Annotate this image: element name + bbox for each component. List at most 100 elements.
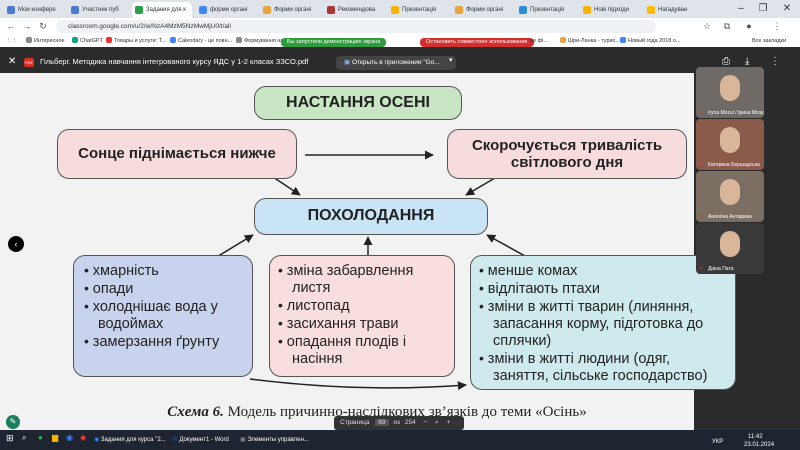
search-icon[interactable]: ⌕ bbox=[22, 433, 27, 442]
taskbar-app[interactable]: W Документ1 - Word bbox=[172, 437, 229, 443]
chevron-down-icon[interactable]: ▾ bbox=[449, 57, 453, 64]
browser-tab[interactable]: Нагадуван bbox=[644, 2, 704, 18]
tab-label: форми органі bbox=[210, 7, 248, 13]
url-field[interactable]: classroom.google.com/u/2/w/NzA4MzM5NzMwM… bbox=[56, 20, 656, 33]
page-input[interactable]: 69 bbox=[375, 419, 389, 426]
mic-muted-icon: ✕ bbox=[699, 214, 704, 220]
windows-start-icon[interactable]: ⊞ bbox=[6, 433, 14, 443]
clock-date: 23.01.2024 bbox=[744, 442, 775, 448]
stop-sharing-button[interactable]: Остановить совместное использование bbox=[420, 38, 534, 47]
tab-favicon-icon bbox=[199, 6, 207, 14]
download-icon[interactable]: ⤓ bbox=[745, 56, 750, 67]
participant-video[interactable]: ✕ Iryna Mozul / Ірина Мозуль bbox=[696, 67, 764, 118]
day-shortening-box: Скорочується тривалість світлового дня bbox=[447, 129, 687, 179]
apps-icon[interactable]: ⋮⋮ bbox=[6, 38, 17, 44]
list-item: листопад bbox=[278, 297, 446, 315]
open-in-app-button[interactable]: ▣ Открыть в приложении "Go... bbox=[336, 56, 456, 70]
browser-tab[interactable]: Мои конфере bbox=[4, 2, 64, 18]
tab-label: Мои конфере bbox=[18, 7, 56, 13]
nonliving-nature-list: хмарністьопадихолоднішає вода у водоймах… bbox=[84, 262, 242, 351]
zoom-out-icon[interactable]: − bbox=[423, 419, 428, 426]
animals-people-box: менше комахвідлітають птахизміни в житті… bbox=[470, 255, 736, 390]
bookmark-item[interactable]: Товары и услуги: T... bbox=[106, 36, 166, 46]
keyboard-language[interactable]: УКР bbox=[712, 439, 724, 445]
animals-people-list: менше комахвідлітають птахизміни в житті… bbox=[479, 262, 727, 385]
app-icon[interactable]: ◆ bbox=[80, 433, 87, 442]
list-item: хмарність bbox=[84, 262, 242, 280]
bookmark-star-icon[interactable]: ☆ bbox=[702, 21, 712, 31]
schema-caption: Схема 6. Модель причинно-наслідкових зв’… bbox=[167, 404, 587, 420]
browser-tab[interactable]: Рекомендова bbox=[324, 2, 384, 18]
taskbar-app[interactable]: ◉ Задания для курса "2... bbox=[94, 437, 166, 443]
list-item: засихання трави bbox=[278, 315, 446, 333]
participant-name: Діана Пата bbox=[708, 266, 734, 272]
bookmark-item[interactable]: Шри-Ланка - турис... bbox=[560, 36, 620, 46]
bookmark-item[interactable]: Calendary - це повн... bbox=[170, 36, 232, 46]
tab-label: Участник пуб bbox=[82, 7, 119, 13]
browser-tab[interactable]: Задания для к bbox=[132, 2, 192, 18]
zoom-icon[interactable]: ⌕ bbox=[435, 419, 439, 426]
extensions-icon[interactable]: ⧉ bbox=[723, 21, 731, 31]
browser-tab[interactable]: Презентація bbox=[388, 2, 448, 18]
list-item: відлітають птахи bbox=[479, 280, 727, 298]
bookmark-item[interactable]: Новый года 2018 о... bbox=[620, 36, 681, 46]
list-item: менше комах bbox=[479, 262, 727, 280]
spotify-icon[interactable]: ● bbox=[38, 433, 43, 442]
tab-favicon-icon bbox=[391, 6, 399, 14]
close-window-icon[interactable]: ✕ bbox=[782, 3, 792, 14]
avatar bbox=[720, 127, 740, 153]
bookmark-item[interactable]: Интересное bbox=[26, 36, 65, 46]
taskbar-app[interactable]: ▣ Элементы управлен... bbox=[240, 437, 309, 443]
tab-label: Форми органі bbox=[466, 7, 504, 13]
screen-share-notice: Вы запустили демонстрацию экрана bbox=[281, 38, 387, 47]
tab-favicon-icon bbox=[583, 6, 591, 14]
menu-icon[interactable]: ⋮ bbox=[772, 21, 782, 31]
back-icon[interactable]: ← bbox=[6, 21, 16, 31]
participant-video[interactable]: ✕ Ангеліна Антарман bbox=[696, 171, 764, 222]
avatar bbox=[720, 179, 740, 205]
autumn-onset-box: НАСТАННЯ ОСЕНІ bbox=[254, 86, 462, 120]
explorer-icon[interactable]: ▆ bbox=[52, 433, 59, 442]
browser-tab[interactable]: Участник пуб bbox=[68, 2, 128, 18]
participant-video[interactable]: ✕Діана Пата bbox=[696, 223, 764, 274]
list-item: зміни в житті людини (одяг, заняття, сіл… bbox=[479, 350, 727, 385]
browser-tab[interactable]: Форми органі bbox=[260, 2, 320, 18]
pdf-file-icon: PDF bbox=[24, 58, 34, 67]
browser-tab[interactable]: Форми органі bbox=[452, 2, 512, 18]
maximize-icon[interactable]: ❐ bbox=[758, 3, 768, 14]
reload-icon[interactable]: ↻ bbox=[39, 21, 47, 31]
participant-video[interactable]: ✕Катерина Бершадська bbox=[696, 119, 764, 170]
tab-favicon-icon bbox=[327, 6, 335, 14]
participant-name: Ангеліна Антарман bbox=[708, 214, 753, 220]
drive-icon: ▣ bbox=[344, 59, 351, 66]
participant-name: Iryna Mozul / Ірина Мозуль bbox=[708, 110, 764, 116]
zoom-in-icon[interactable]: + bbox=[446, 419, 451, 426]
close-viewer-icon[interactable]: ✕ bbox=[8, 56, 17, 67]
mic-muted-icon: ✕ bbox=[699, 110, 704, 116]
list-item: замерзання ґрунту bbox=[84, 333, 242, 351]
all-bookmarks[interactable]: Все закладки bbox=[752, 38, 787, 44]
tab-label: Нагадуван bbox=[658, 7, 688, 13]
print-icon[interactable]: ⎙ bbox=[722, 56, 730, 67]
chat-icon[interactable]: ✎ bbox=[6, 415, 20, 429]
browser-tab[interactable]: форми органі bbox=[196, 2, 256, 18]
bookmark-item[interactable]: ChatGPT bbox=[72, 36, 103, 46]
list-item: холоднішає вода у водоймах bbox=[84, 298, 242, 333]
file-title: Гільберг. Методика навчання інтегрованог… bbox=[40, 57, 309, 66]
taskbar bbox=[0, 430, 800, 450]
chrome-icon[interactable]: ◉ bbox=[66, 433, 73, 442]
tab-favicon-icon bbox=[455, 6, 463, 14]
tab-favicon-icon bbox=[263, 6, 271, 14]
bookmark-item[interactable]: ие фі... bbox=[530, 38, 548, 44]
browser-tab[interactable]: Презентація bbox=[516, 2, 576, 18]
prev-page-icon[interactable]: ‹ bbox=[8, 236, 24, 252]
more-options-icon[interactable]: ⋮ bbox=[770, 56, 780, 67]
forward-icon[interactable]: → bbox=[22, 21, 32, 31]
tab-label: Рекомендова bbox=[338, 7, 376, 13]
list-item: зміни в житті тварин (линяння, запасання… bbox=[479, 298, 727, 350]
bookmark-item[interactable]: Формування навча... bbox=[236, 36, 297, 46]
browser-tab[interactable]: Нові підходи bbox=[580, 2, 640, 18]
profile-icon[interactable]: ● bbox=[746, 21, 752, 31]
list-item: опади bbox=[84, 280, 242, 298]
minimize-icon[interactable]: – bbox=[738, 3, 744, 14]
